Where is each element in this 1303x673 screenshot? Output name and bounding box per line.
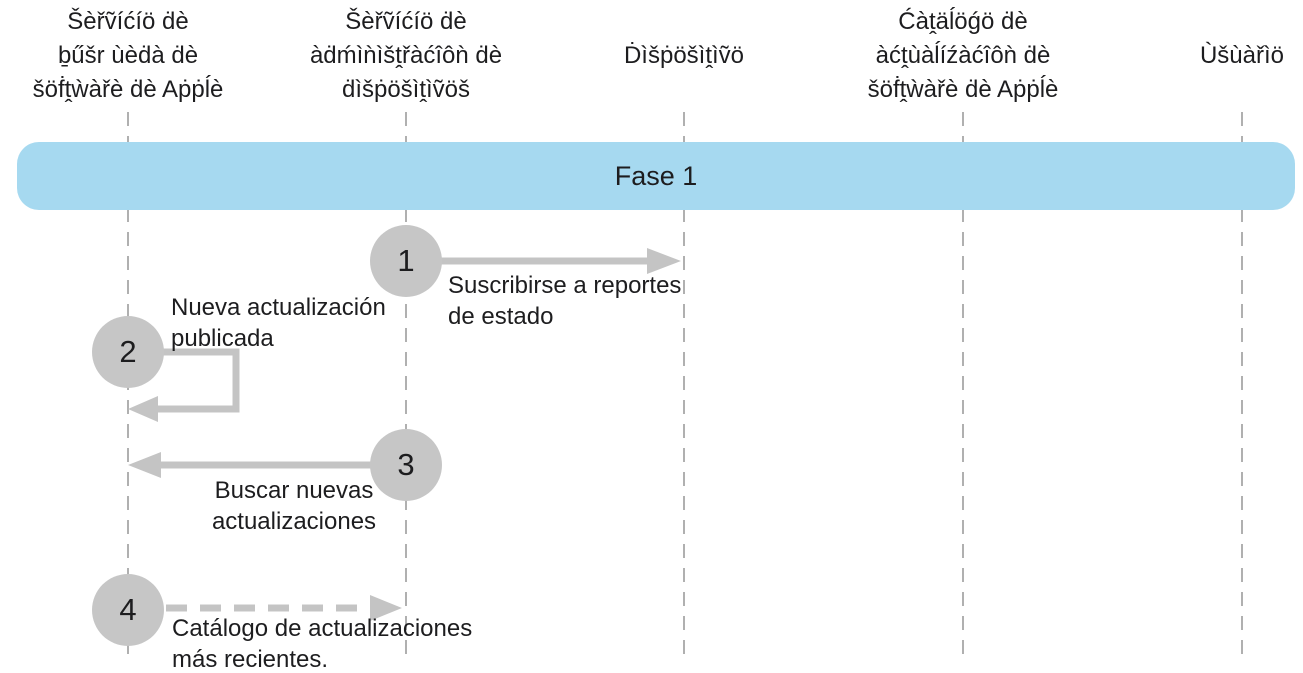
step2-label-line: publicada [171, 325, 274, 352]
phase-banner-label: Fase 1 [614, 160, 698, 191]
step1-label-line: de estado [448, 303, 554, 330]
lifeline-device [683, 112, 685, 656]
lifeline-user [1241, 112, 1243, 656]
lifeline-mdm-service [405, 112, 407, 656]
actor-label-line: Šèřṽíćíö ḋè [345, 8, 467, 35]
step3-badge: 3 [370, 429, 442, 501]
step3-number: 3 [397, 447, 415, 482]
step2-badge: 2 [92, 316, 164, 388]
step2-label: Nueva actualización publicada [171, 292, 386, 354]
step3-label: Buscar nuevas actualizaciones [212, 475, 376, 537]
step1-label: Suscribirse a reportes de estado [448, 270, 681, 332]
step4-label-line: más recientes. [172, 646, 329, 673]
actor-label-line: šöḟṱẁàřè ḋè Aṗṗĺè [32, 76, 224, 103]
step2-self-loop-arrow [128, 348, 240, 422]
actor-label-line: ḇűšr ùèḋà ḋè [57, 42, 199, 69]
step4-label-line: Catálogo de actualizaciones [172, 615, 473, 642]
actor-label-line: àćṱùàĺíźàćîôǹ ḋè [875, 42, 1051, 69]
lifeline-software-update-catalog [962, 112, 964, 656]
actor-label-line: ḋìšṗöšìṱìṽöš [341, 76, 471, 103]
step1-badge: 1 [370, 225, 442, 297]
step3-arrow-left [128, 452, 406, 478]
step3-label-line: Buscar nuevas [214, 477, 374, 504]
step2-number: 2 [119, 334, 137, 369]
actor-label-line: Šèřṽíćíö ḋè [67, 8, 189, 35]
actor-software-lookup-service: Šèřṽíćíö ḋè ḇűšr ùèḋà ḋè šöḟṱẁàřè ḋè Aṗṗ… [0, 0, 278, 112]
step1-arrow-right [406, 248, 681, 274]
phase-banner: Fase 1 [17, 142, 1295, 210]
actor-user: Ùšùàřìö [1092, 0, 1303, 112]
actor-label-line: Ḋìšṗöšìṱìṽö [623, 42, 745, 69]
step4-number: 4 [119, 592, 137, 627]
actor-software-update-catalog: Ćàṱäĺöǵö ḋè àćṱùàĺíźàćîôǹ ḋè šöḟṱẁàřè ḋè… [813, 0, 1113, 112]
actor-label-line: Ùšùàřìö [1199, 42, 1285, 69]
actor-device: Ḋìšṗöšìṱìṽö [534, 0, 834, 112]
step2-label-line: Nueva actualización [171, 294, 386, 321]
step1-number: 1 [397, 243, 415, 278]
actor-label-line: šöḟṱẁàřè ḋè Aṗṗĺè [867, 76, 1059, 103]
actor-mdm-service: Šèřṽíćíö ḋè àḋḿìǹìšṱřàćîôǹ ḋè ḋìšṗöšìṱìṽ… [256, 0, 556, 112]
step1-label-line: Suscribirse a reportes [448, 272, 682, 299]
step4-label: Catálogo de actualizaciones más reciente… [172, 613, 472, 673]
actor-label-line: àḋḿìǹìšṱřàćîôǹ ḋè [309, 42, 503, 69]
step4-badge: 4 [92, 574, 164, 646]
actor-label-line: Ćàṱäĺöǵö ḋè [898, 8, 1028, 35]
step3-label-line: actualizaciones [211, 508, 377, 535]
step4-dashed-arrow-right [166, 595, 402, 621]
